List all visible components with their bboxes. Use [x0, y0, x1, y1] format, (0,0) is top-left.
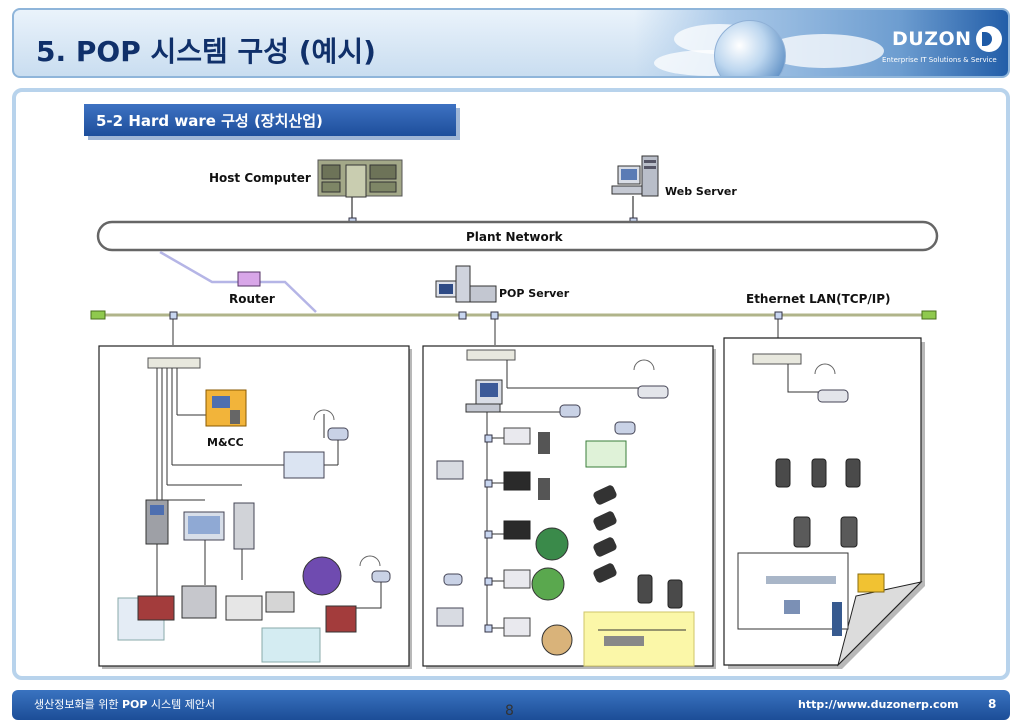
plant-network-label: Plant Network: [466, 230, 564, 244]
right-switch-icon: [752, 353, 802, 365]
handheld-device-icon-4: [793, 516, 811, 548]
pop-server-label: POP Server: [499, 287, 570, 300]
lan-node-center-b: [490, 311, 499, 320]
access-point-icon-center-mid: [559, 404, 581, 418]
access-point-icon-center-right: [614, 421, 636, 435]
rf-tag-globe-icon-2: [531, 567, 565, 601]
thermal-printer-icon-2: [436, 607, 464, 627]
host-computer-label: Host Computer: [209, 171, 311, 185]
label-printer-icon-3: [503, 617, 531, 637]
footer-page-number: 8: [988, 697, 997, 711]
weigh-scale-icon-b: [265, 591, 295, 613]
mobile-terminal-icon-1: [637, 574, 653, 604]
handheld-scanner-icon-2: [538, 478, 550, 500]
router-label: Router: [229, 292, 275, 306]
logo-text: DUZON: [892, 28, 972, 50]
access-point-icon-right: [814, 363, 849, 403]
footer-title-prefix: 생산정보화를 위한: [34, 698, 122, 711]
plc-rack-icon-left: [137, 595, 175, 621]
label-printer-icon-2: [503, 569, 531, 589]
plc-rack-icon-right: [325, 605, 357, 633]
section-title: 5-2 Hard ware 구성 (장치산업): [84, 104, 456, 136]
footer-url-link[interactable]: http://www.duzonerp.com: [798, 698, 959, 711]
handheld-terminal-stack: [593, 485, 617, 583]
pop-server-icon: [435, 265, 497, 303]
footer-document-title: 생산정보화를 위한 POP 시스템 제안서: [34, 696, 215, 712]
host-computer-icon: [317, 159, 403, 198]
lan-terminator-right: [921, 310, 937, 320]
lan-node-left: [169, 311, 178, 320]
router-icon: [237, 271, 261, 287]
web-server-icon: [611, 155, 659, 197]
web-server-label: Web Server: [665, 185, 737, 198]
mobile-terminal-icon-2: [667, 579, 683, 609]
industrial-machine-icon: [181, 585, 217, 619]
footer-bar: 생산정보화를 위한 POP 시스템 제안서 http://www.duzoner…: [12, 690, 1010, 720]
ethernet-lan-label: Ethernet LAN(TCP/IP): [746, 292, 891, 306]
weigh-scale-icon-a: [225, 595, 263, 621]
slide-page-number: 8: [505, 703, 514, 719]
center-switch-icon: [466, 349, 516, 361]
mcc-terminal-icon: [205, 389, 247, 427]
footer-title-suffix: 시스템 제안서: [147, 698, 216, 711]
globe-icon: [714, 20, 786, 76]
production-line-icon: [261, 627, 321, 663]
lan-node-center-a: [458, 311, 467, 320]
handheld-device-icon-1: [775, 458, 791, 488]
handheld-device-icon-2: [811, 458, 827, 488]
duzon-logo: DUZON Enterprise IT Solutions & Service: [880, 20, 1008, 70]
handheld-scanner-icon-1: [538, 432, 550, 454]
scan-reader-icon-1: [503, 471, 531, 491]
lan-node-right: [774, 311, 783, 320]
left-switch-icon: [147, 357, 201, 369]
forklift-icon: [857, 573, 885, 593]
label-printer-icon-1: [503, 427, 531, 445]
worker-icon: [832, 602, 842, 636]
barcode-scanner-globe-icon: [302, 556, 342, 596]
keypad-terminal-icon: [585, 440, 627, 468]
logo-tagline: Enterprise IT Solutions & Service: [882, 56, 997, 64]
lan-terminator-left: [90, 310, 106, 320]
scan-reader-icon-2: [503, 520, 531, 540]
rf-tag-globe-icon-1: [535, 527, 569, 561]
cabinet-terminal-icon: [233, 502, 255, 550]
access-point-icon-left-top: [313, 409, 349, 441]
access-point-icon-center-bottom: [443, 573, 463, 586]
footer-title-bold: POP: [121, 698, 148, 711]
warehouse-scene-box: [737, 552, 849, 630]
handheld-device-icon-3: [845, 458, 861, 488]
access-point-icon-center-top: [633, 359, 669, 399]
operator-panel-left: [283, 451, 325, 479]
page-title: 5. POP 시스템 구성 (예시): [36, 35, 376, 68]
thermal-printer-icon-1: [436, 460, 464, 480]
header-banner: 5. POP 시스템 구성 (예시) DUZON Enterprise IT S…: [12, 8, 1010, 78]
plant-network-bus: [96, 220, 939, 252]
logo-mark-icon: [976, 26, 1002, 52]
mcc-label: M&CC: [207, 436, 244, 449]
rf-reader-icon: [541, 624, 573, 656]
handheld-device-icon-5: [840, 516, 858, 548]
